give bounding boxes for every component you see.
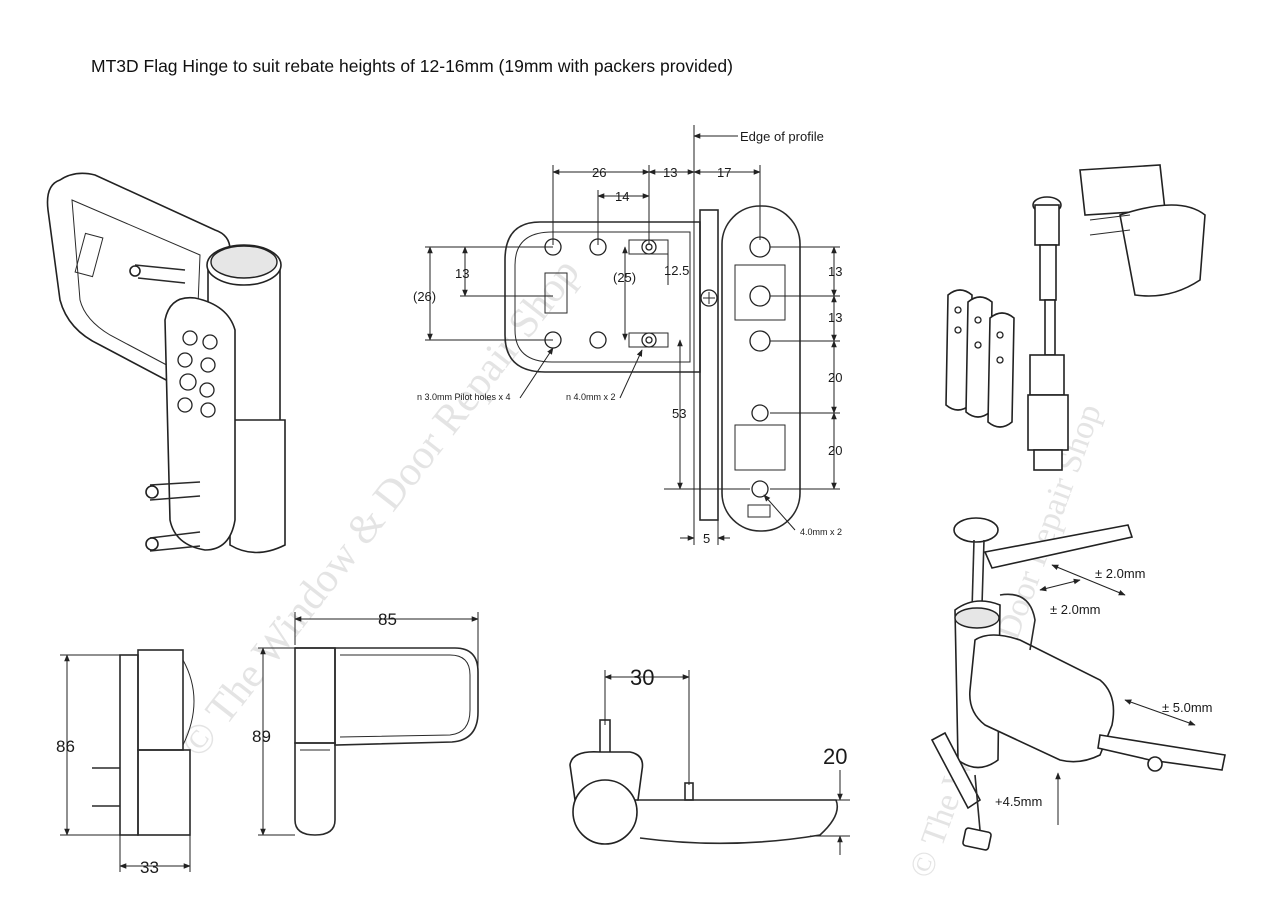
dim-13-top: 13 [663,165,677,180]
dim-26-paren: (26) [413,289,436,304]
side-height-label: 86 [56,737,75,756]
profile-offset-label: 30 [630,665,654,690]
page-title: MT3D Flag Hinge to suit rebate heights o… [91,56,733,76]
dim-13-left: 13 [455,266,469,281]
dim-13-right-b: 13 [828,310,842,325]
front-view-drawing: 89 85 [252,610,479,836]
dim-5: 5 [703,531,710,546]
dim-17: 17 [717,165,731,180]
dim-26: 26 [592,165,606,180]
m4-holes-note: 4.0mm x 2 [800,527,842,537]
dim-14: 14 [615,189,629,204]
iso-hinge-illustration [46,172,286,554]
dim-12-5: 12.5 [664,263,689,278]
adjustment-illustration: ± 2.0mm ± 2.0mm ± 5.0mm +4.5mm [930,517,1226,851]
profile-height-label: 20 [823,744,847,769]
front-width-label: 85 [378,610,397,629]
side-width-label: 33 [140,858,159,877]
profile-view-drawing: 30 20 [569,665,850,855]
front-height-label: 89 [252,727,271,746]
exploded-view-illustration [945,164,1206,471]
dim-13-right-a: 13 [828,264,842,279]
technical-drawing: Edge of profile 26 13 17 14 13 (26) (25)… [413,125,842,546]
dim-53: 53 [672,406,686,421]
n4-holes-note: n 4.0mm x 2 [566,392,616,402]
edge-of-profile-label: Edge of profile [740,129,824,144]
dim-20-right-b: 20 [828,443,842,458]
dim-20-right-a: 20 [828,370,842,385]
dim-25-paren: (25) [613,270,636,285]
adjust-label-2: ± 2.0mm [1050,602,1100,617]
side-view-drawing: 86 33 [56,649,195,877]
pilot-holes-note: n 3.0mm Pilot holes x 4 [417,392,511,402]
adjust-label-4: +4.5mm [995,794,1042,809]
adjust-label-1: ± 2.0mm [1095,566,1145,581]
adjust-label-3: ± 5.0mm [1162,700,1212,715]
